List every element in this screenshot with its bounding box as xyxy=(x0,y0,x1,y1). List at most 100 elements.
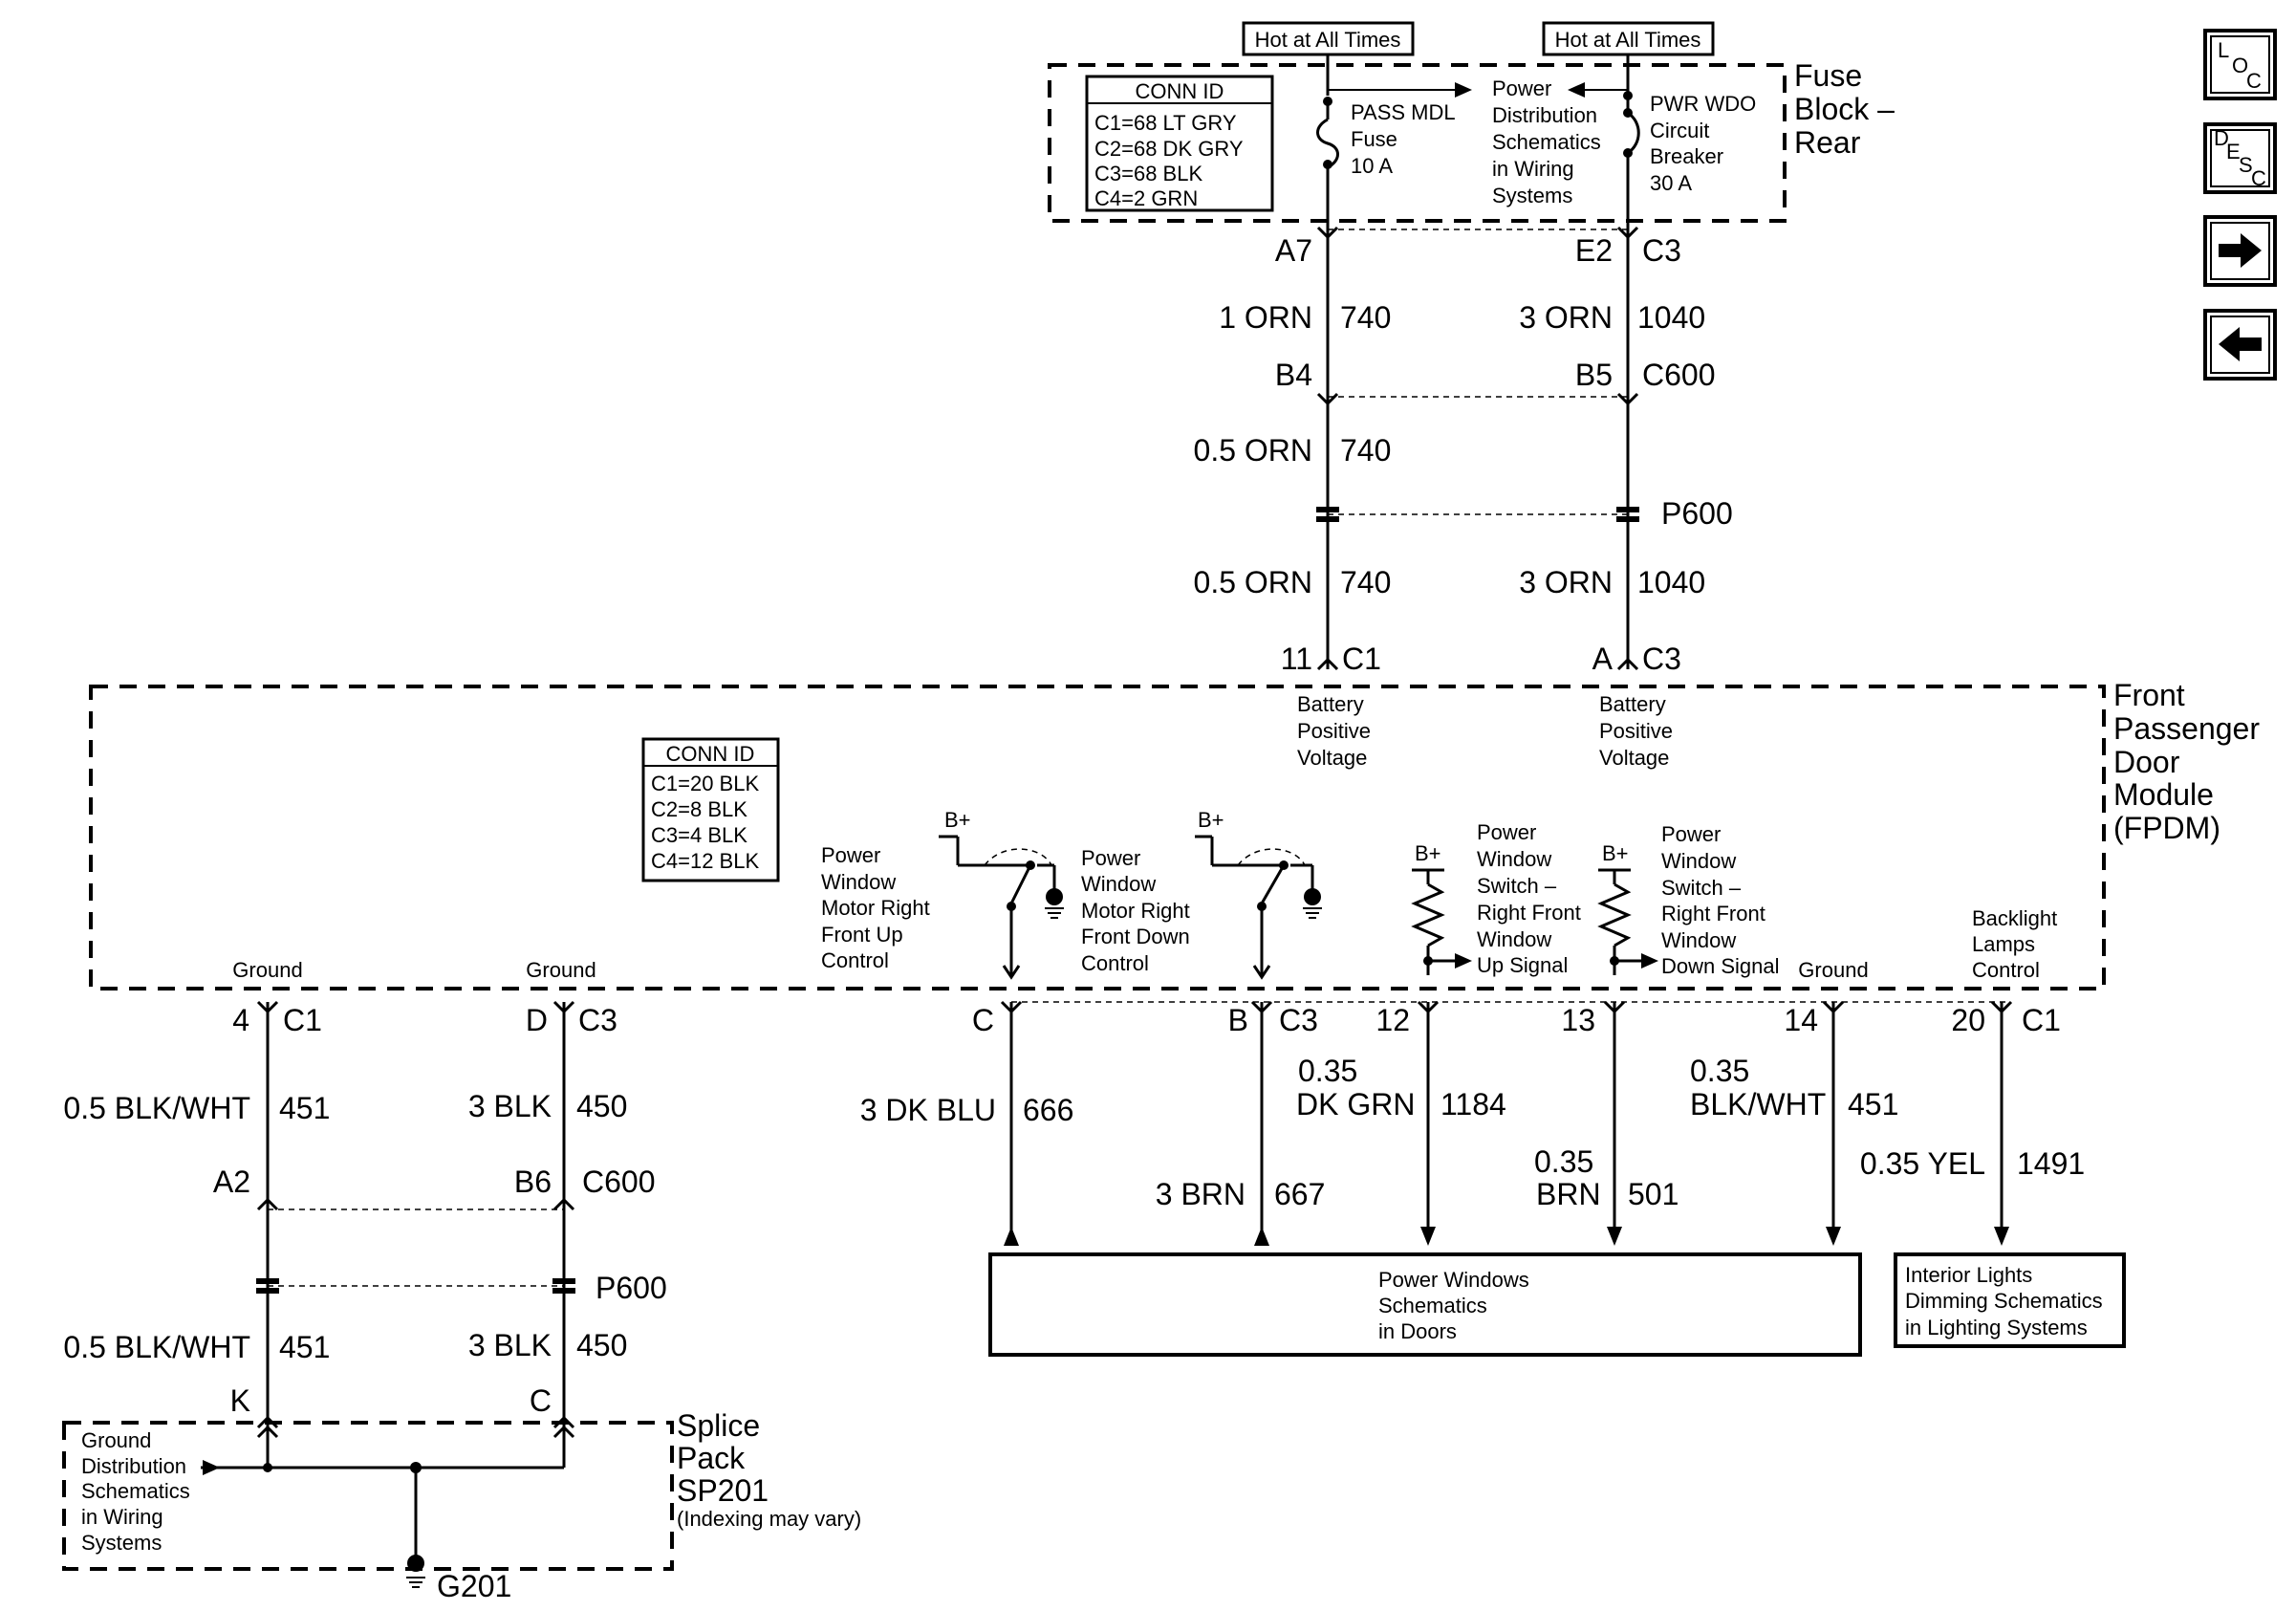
switch-down-2: Window xyxy=(1661,849,1736,873)
s1184-size-2: DK GRN xyxy=(1296,1087,1415,1121)
fuse-block-name-3: Rear xyxy=(1794,125,1861,160)
switch-up-resistor-icon: B+ xyxy=(1411,841,1472,975)
power-windows-ref-3: in Doors xyxy=(1378,1319,1457,1343)
pin-14: 14 xyxy=(1784,1003,1818,1037)
fpdm-conn-c1: C1=20 BLK xyxy=(651,772,759,795)
fpdm-name-4: Module xyxy=(2113,777,2214,812)
relay-down-switch-icon: B+ xyxy=(1195,808,1322,980)
fuse-block: Hot at All Times Hot at All Times CONN I… xyxy=(1048,21,1895,223)
switch-up-6: Up Signal xyxy=(1477,953,1568,977)
right-conn-c3: C3 xyxy=(1642,233,1681,268)
splice-name-3: SP201 xyxy=(677,1473,769,1508)
motor-down-3: Motor Right xyxy=(1081,899,1190,923)
splice-note: (Indexing may vary) xyxy=(677,1507,861,1531)
fuse-conn-c4: C4=2 GRN xyxy=(1094,186,1198,210)
hot-label-1: Hot at All Times xyxy=(1255,28,1401,52)
batt-label-1a: Battery xyxy=(1297,692,1364,716)
power-windows-ref[interactable]: Power Windows Schematics in Doors xyxy=(988,1252,1862,1357)
module-ground-2: Ground xyxy=(526,958,596,982)
interior-ref-1: Interior Lights xyxy=(1905,1263,2032,1287)
svg-text:L: L xyxy=(2218,38,2229,62)
pin-20: 20 xyxy=(1951,1003,1985,1037)
left-w2-num: 740 xyxy=(1340,433,1391,468)
splice-gd-1: Ground xyxy=(81,1428,151,1452)
svg-text:B+: B+ xyxy=(1415,841,1441,865)
s451-size-2: BLK/WHT xyxy=(1690,1087,1826,1121)
gw2-num: 450 xyxy=(576,1089,627,1123)
motor-down-2: Window xyxy=(1081,872,1156,896)
switch-down-resistor-icon: B+ xyxy=(1597,841,1658,975)
loc-button[interactable]: L O C xyxy=(2203,29,2277,100)
interior-ref-2: Dimming Schematics xyxy=(1905,1289,2103,1313)
next-button[interactable] xyxy=(2203,215,2277,287)
splice-gd-5: Systems xyxy=(81,1531,162,1555)
left-pin-11: 11 xyxy=(1281,642,1312,676)
pin-b-conn: C3 xyxy=(1279,1003,1318,1037)
fpdm-name-3: Door xyxy=(2113,745,2180,779)
fuse-icon xyxy=(1316,97,1339,216)
switch-up-4: Right Front xyxy=(1477,901,1581,925)
motor-up-1: Power xyxy=(821,843,880,867)
fpdm-name-1: Front xyxy=(2113,678,2185,712)
motor-down-4: Front Down xyxy=(1081,925,1190,948)
gw-conn-p600: P600 xyxy=(596,1271,667,1305)
right-w3-size: 3 ORN xyxy=(1519,565,1613,599)
bottom-pins: 4 C1 D C3 C B C3 12 13 14 20 C1 xyxy=(232,1001,2061,1037)
power-dist-2: Distribution xyxy=(1492,103,1597,127)
switch-down-5: Window xyxy=(1661,928,1736,952)
fpdm-conn-id-box xyxy=(641,737,780,882)
breaker-label-4: 30 A xyxy=(1650,171,1692,195)
s667-size: 3 BRN xyxy=(1156,1177,1245,1211)
back-button[interactable] xyxy=(2203,309,2277,381)
fuse-block-outline xyxy=(1048,63,1787,223)
splice-gd-3: Schematics xyxy=(81,1479,190,1503)
svg-text:S: S xyxy=(2239,153,2253,177)
power-windows-ref-1: Power Windows xyxy=(1378,1268,1529,1292)
s501-size-2: BRN xyxy=(1536,1177,1601,1211)
pin-20-conn: C1 xyxy=(2022,1003,2061,1037)
s666-num: 666 xyxy=(1023,1093,1073,1127)
desc-button[interactable]: D E S C xyxy=(2203,122,2277,194)
switch-down-4: Right Front xyxy=(1661,902,1765,925)
hot-label-2: Hot at All Times xyxy=(1555,28,1701,52)
g201-ground-icon xyxy=(407,1555,424,1572)
gw2-size: 3 BLK xyxy=(468,1089,552,1123)
s501-num: 501 xyxy=(1628,1177,1679,1211)
gw-conn-c600: C600 xyxy=(582,1165,656,1199)
motor-up-3: Motor Right xyxy=(821,896,930,920)
left-w3-num: 740 xyxy=(1340,565,1391,599)
splice-name-2: Pack xyxy=(677,1441,746,1475)
power-dist-5: Systems xyxy=(1492,184,1572,207)
fpdm-name-2: Passenger xyxy=(2113,711,2260,746)
arrow-left-icon xyxy=(2219,327,2262,361)
switch-up-2: Window xyxy=(1477,847,1551,871)
switch-up-5: Window xyxy=(1477,927,1551,951)
backlight-1: Backlight xyxy=(1972,906,2057,930)
pin-12: 12 xyxy=(1375,1003,1410,1037)
fuse-conn-id-title: CONN ID xyxy=(1136,79,1224,103)
batt-label-1b: Positive xyxy=(1297,719,1371,743)
splice-pack-outline xyxy=(62,1421,674,1571)
svg-text:C: C xyxy=(2246,69,2262,93)
fpdm-module: Front Passenger Door Module (FPDM) CONN … xyxy=(89,678,2260,991)
s666-size: 3 DK BLU xyxy=(860,1093,996,1127)
svg-text:C: C xyxy=(2251,166,2266,190)
breaker-label-1: PWR WDO xyxy=(1650,92,1756,116)
power-dist-3: Schematics xyxy=(1492,130,1601,154)
pin-13: 13 xyxy=(1561,1003,1595,1037)
fpdm-outline xyxy=(89,685,2106,991)
interior-lights-ref[interactable]: Interior Lights Dimming Schematics in Li… xyxy=(1894,1252,2126,1348)
fpdm-conn-id-title: CONN ID xyxy=(666,742,755,766)
module-ground-3: Ground xyxy=(1798,958,1868,982)
fpdm-conn-c3: C3=4 BLK xyxy=(651,823,747,847)
left-w1-size: 1 ORN xyxy=(1219,300,1312,335)
circuit-breaker-icon xyxy=(1623,91,1640,216)
fuse-label-2: Fuse xyxy=(1351,127,1397,151)
fuse-label-3: 10 A xyxy=(1351,154,1393,178)
right-w1-size: 3 ORN xyxy=(1519,300,1613,335)
switch-down-1: Power xyxy=(1661,822,1721,846)
fuse-conn-c2: C2=68 DK GRY xyxy=(1094,137,1244,161)
splice-gd-4: in Wiring xyxy=(81,1505,163,1529)
svg-text:O: O xyxy=(2232,54,2248,77)
motor-up-5: Control xyxy=(821,948,889,972)
